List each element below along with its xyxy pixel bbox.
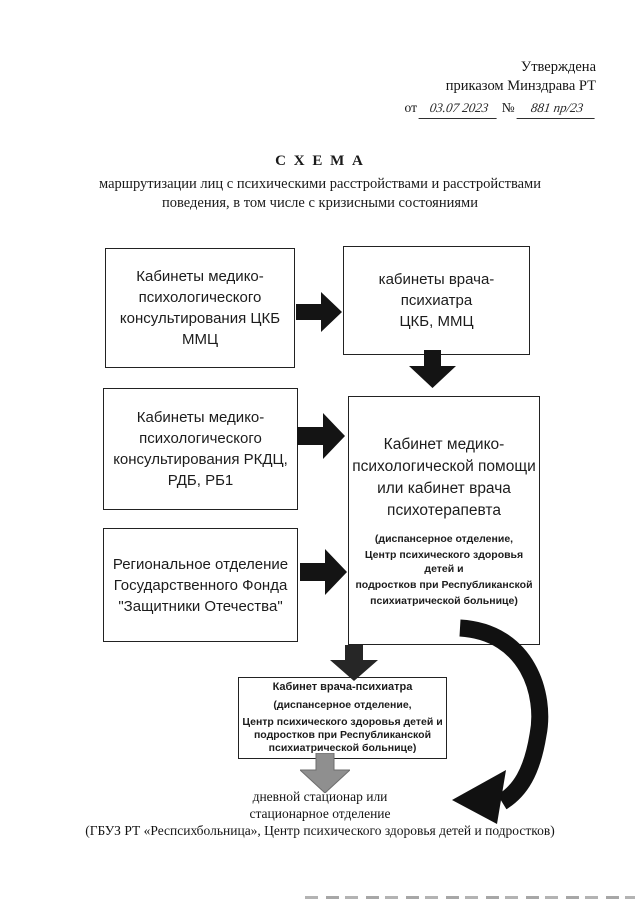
- flow-box-defenders-fund: Региональное отделение Государственного …: [103, 528, 298, 642]
- flow-box-consult-ckb-mmc: Кабинеты медико- психологического консул…: [105, 248, 295, 368]
- handwritten-date: 03.07 2023: [418, 98, 500, 119]
- scan-artifact-line: [305, 896, 635, 899]
- handwritten-number: 881 пр/23: [516, 98, 598, 119]
- from-label: от: [404, 100, 417, 115]
- box-subline: подростков при Республиканской: [253, 729, 432, 741]
- subtitle-line-1: маршрутизации лиц с психическими расстро…: [99, 176, 541, 192]
- box-line: или кабинет врача: [377, 479, 511, 497]
- arrow-right-icon: [300, 546, 347, 598]
- order-number-line: от 03.07 2023 № 881 пр/23: [381, 98, 598, 119]
- box-line: психологической помощи: [352, 457, 536, 475]
- box-line: консультирования РКДЦ,: [113, 451, 288, 468]
- approval-stamp: Утверждена приказом Минздрава РТ от 03.0…: [381, 58, 598, 119]
- subtitle-line-2: поведения, в том числе с кризисными сост…: [162, 195, 478, 211]
- footer-line-3: (ГБУЗ РТ «Респсихбольница», Центр психич…: [85, 823, 555, 838]
- box-line: психологического: [139, 430, 262, 447]
- footer-line-1: дневной стационар или: [252, 789, 388, 804]
- box-subline: (диспансерное отделение,: [374, 532, 514, 545]
- box-line: консультирования ЦКБ: [119, 310, 281, 327]
- box-line: Кабинет медико-: [383, 435, 505, 453]
- box-line: Региональное отделение: [112, 555, 289, 573]
- flow-box-consult-rkdc: Кабинеты медико- психологического консул…: [103, 388, 298, 510]
- box-subline: подростков при Республиканской: [355, 578, 533, 591]
- box-line: психотерапевта: [387, 501, 501, 519]
- arrow-right-icon: [297, 410, 345, 462]
- flow-box-psychiatrist-ckb-mmc: кабинеты врача-психиатра ЦКБ, ММЦ: [343, 246, 530, 355]
- box-line: Государственного Фонда: [113, 576, 288, 594]
- box-subline: психиатрической больнице): [268, 742, 417, 754]
- box-line: РДБ, РБ1: [167, 472, 234, 489]
- flow-box-psychiatrist-office: Кабинет врача-психиатра (диспансерное от…: [238, 677, 447, 759]
- arrow-down-icon: [330, 645, 378, 681]
- box-line: кабинеты врача-психиатра: [378, 271, 495, 309]
- footer-block: дневной стационар или стационарное отдел…: [0, 789, 640, 840]
- box-title: Кабинет врача-психиатра: [272, 681, 413, 693]
- box-line: психологического: [138, 289, 262, 306]
- box-line: ММЦ: [181, 331, 219, 348]
- page-title: С Х Е М А: [275, 153, 365, 169]
- curved-arrow-icon: [440, 600, 565, 835]
- box-line: ЦКБ, ММЦ: [399, 313, 474, 330]
- number-sign-label: №: [501, 100, 515, 115]
- by-order-label: приказом Минздрава РТ: [445, 78, 596, 94]
- box-subline: психиатрической больнице): [370, 594, 518, 607]
- box-subline: (диспансерное отделение,: [273, 699, 412, 711]
- box-subline: Центр психического здоровья детей и: [364, 548, 524, 575]
- arrow-down-icon: [409, 350, 456, 388]
- approved-label: Утверждена: [520, 59, 596, 75]
- box-line: Кабинеты медико-: [136, 409, 265, 426]
- box-subline: Центр психического здоровья детей и: [242, 716, 443, 728]
- box-line: Кабинеты медико-: [136, 268, 264, 285]
- title-block: С Х Е М А маршрутизации лиц с психически…: [0, 153, 640, 213]
- arrow-down-gray-icon: [300, 753, 350, 793]
- flow-box-psych-help-office: Кабинет медико- психологической помощи и…: [348, 396, 540, 645]
- footer-line-2: стационарное отделение: [249, 805, 391, 821]
- arrow-right-icon: [296, 290, 342, 334]
- box-line: "Защитники Отечества": [118, 597, 283, 615]
